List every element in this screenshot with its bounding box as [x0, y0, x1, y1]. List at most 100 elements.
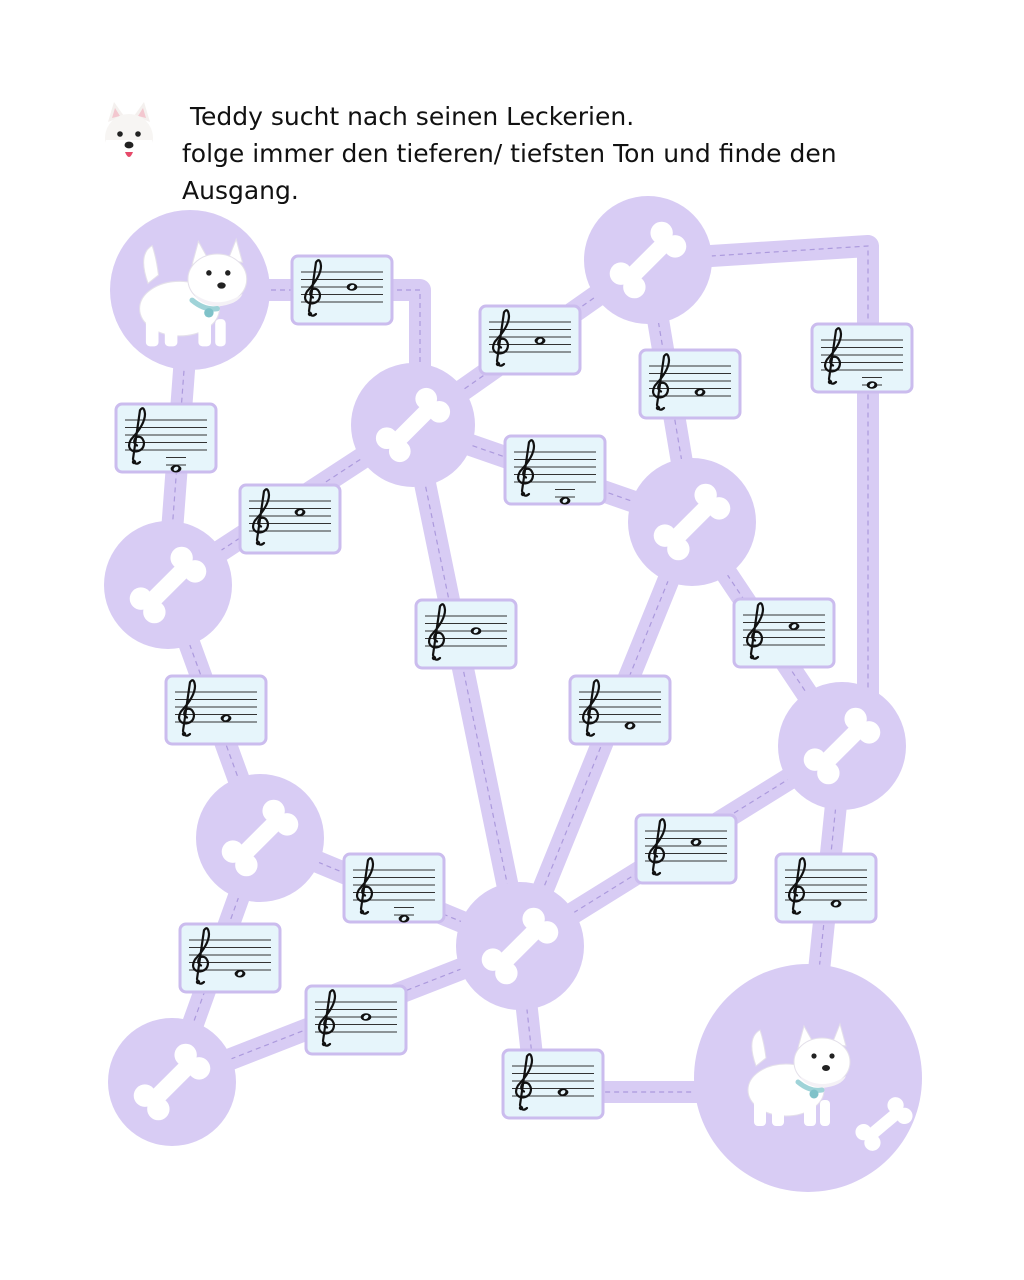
whole-note-icon	[690, 838, 702, 847]
whole-note-icon	[470, 627, 482, 635]
bone-node	[104, 521, 232, 649]
note-card-frame	[732, 597, 836, 669]
note-card-frame	[810, 322, 914, 394]
whole-note-icon	[346, 283, 358, 291]
whole-note-icon	[624, 721, 636, 730]
note-card-frame	[638, 348, 742, 420]
treble-clef-icon	[581, 679, 601, 737]
treble-clef-icon	[303, 259, 323, 317]
note-card[interactable]	[732, 597, 836, 669]
note-card[interactable]	[503, 434, 607, 506]
note-card[interactable]	[638, 348, 742, 420]
whole-note-icon	[398, 914, 410, 923]
bone-node	[351, 363, 475, 487]
whole-note-icon	[694, 388, 706, 397]
bone-node	[628, 458, 756, 586]
note-card-frame	[164, 674, 268, 746]
note-card-frame	[178, 922, 282, 994]
bone-node	[778, 682, 906, 810]
bone-icon	[653, 483, 731, 561]
note-card-frame	[478, 304, 582, 376]
note-card[interactable]	[634, 813, 738, 885]
whole-note-icon	[559, 496, 571, 505]
note-card[interactable]	[304, 984, 408, 1056]
note-card[interactable]	[568, 674, 672, 746]
treble-clef-icon	[823, 327, 843, 385]
bone-icon	[221, 799, 299, 877]
bone-icon	[129, 546, 207, 624]
whole-note-icon	[830, 899, 842, 908]
bone-node	[108, 1018, 236, 1146]
bone-node	[584, 196, 712, 324]
note-card[interactable]	[290, 254, 394, 326]
exit-node	[694, 964, 922, 1192]
note-card[interactable]	[164, 674, 268, 746]
treble-clef-icon	[514, 1053, 534, 1111]
whole-note-icon	[294, 508, 306, 517]
note-card[interactable]	[501, 1048, 605, 1120]
whole-note-icon	[170, 464, 182, 473]
treble-clef-icon	[191, 927, 211, 985]
treble-clef-icon	[127, 407, 147, 465]
note-card-frame	[634, 813, 738, 885]
note-card[interactable]	[478, 304, 582, 376]
staff	[301, 271, 383, 303]
note-card-frame	[238, 483, 342, 555]
treble-clef-icon	[516, 439, 536, 497]
bone-node	[196, 774, 324, 902]
bone-icon	[609, 221, 687, 299]
whole-note-icon	[866, 381, 878, 389]
bone-node	[456, 882, 584, 1010]
note-card-frame	[290, 254, 394, 326]
note-card-frame	[414, 598, 518, 670]
maze-path-guide	[647, 245, 869, 700]
note-card-frame	[568, 674, 672, 746]
note-card-frame	[501, 1048, 605, 1120]
note-card[interactable]	[342, 852, 446, 924]
dog-icon	[747, 1022, 851, 1126]
note-card[interactable]	[114, 402, 218, 474]
note-card-frame	[304, 984, 408, 1056]
note-card[interactable]	[178, 922, 282, 994]
whole-note-icon	[557, 1088, 569, 1097]
bone-icon	[481, 907, 559, 985]
treble-clef-icon	[177, 679, 197, 737]
treble-clef-icon	[787, 857, 807, 915]
note-cards	[114, 254, 914, 1120]
treble-clef-icon	[317, 989, 337, 1047]
dog-face-icon	[104, 102, 154, 165]
note-card-frame	[114, 402, 218, 474]
treble-clef-icon	[647, 818, 667, 876]
staff	[514, 451, 596, 483]
whole-note-icon	[788, 622, 800, 631]
instructions-line-2: folge immer den tieferen/ tiefsten Ton u…	[182, 139, 837, 168]
bone-icon	[375, 387, 451, 463]
dog-icon	[139, 237, 248, 347]
note-card[interactable]	[414, 598, 518, 670]
bone-icon	[803, 707, 881, 785]
note-card-frame	[503, 434, 607, 506]
whole-note-icon	[234, 969, 246, 978]
note-card[interactable]	[810, 322, 914, 394]
maze-nodes	[104, 196, 922, 1192]
treble-clef-icon	[491, 309, 511, 367]
bone-icon	[855, 1097, 913, 1151]
note-card-frame	[342, 852, 446, 924]
whole-note-icon	[220, 714, 232, 723]
treble-clef-icon	[355, 857, 375, 915]
whole-note-icon	[360, 1013, 372, 1021]
treble-clef-icon	[427, 603, 447, 661]
instructions: Teddy sucht nach seinen Leckerien. folge…	[182, 98, 942, 209]
treble-clef-icon	[251, 488, 271, 546]
instructions-line-1: Teddy sucht nach seinen Leckerien.	[190, 102, 635, 131]
note-card[interactable]	[774, 852, 878, 924]
bone-icon	[133, 1043, 211, 1121]
start-node	[110, 210, 270, 370]
note-card-frame	[774, 852, 878, 924]
treble-clef-icon	[745, 602, 765, 660]
treble-clef-icon	[651, 353, 671, 411]
note-card[interactable]	[238, 483, 342, 555]
maze-path-guide	[412, 424, 521, 947]
instructions-line-3: Ausgang.	[182, 176, 299, 205]
